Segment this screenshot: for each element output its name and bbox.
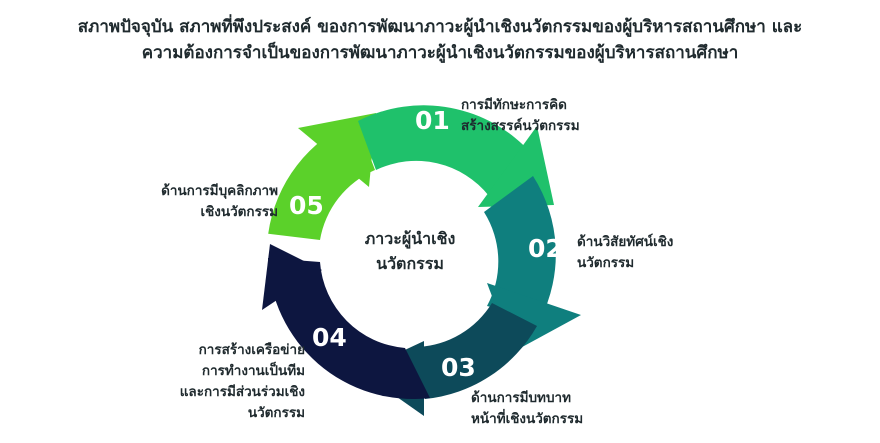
title-line-2: ความต้องการจำเป็นของการพัฒนาภาวะผู้นำเชิ… xyxy=(141,43,739,63)
segment-04-label-line-3: และการมีส่วนร่วมเชิง xyxy=(179,384,305,400)
segment-01-arc xyxy=(358,105,532,196)
segment-04-label-line-4: นวัตกรรม xyxy=(247,405,305,421)
segment-02-label-line-2: นวัตกรรม xyxy=(577,255,635,271)
title-line-1: สภาพปัจจุบัน สภาพที่พึงประสงค์ ของการพัฒ… xyxy=(77,17,803,37)
segment-04-number: 04 xyxy=(312,323,347,352)
segment-03-label-line-1: ด้านการมีบทบาท xyxy=(471,390,571,406)
segment-04-label: การสร้างเครือข่าย การทำงานเป็นทีม และการ… xyxy=(150,340,305,424)
segment-04-arc xyxy=(268,258,430,400)
segment-05-label-line-1: ด้านการมีบุคลิกภาพ xyxy=(161,183,278,199)
segment-03-number: 03 xyxy=(441,353,476,382)
center-line-2: นวัตกรรม xyxy=(376,254,444,273)
segment-02-label-line-1: ด้านวิสัยทัศน์เชิง xyxy=(577,234,674,250)
segment-01-number: 01 xyxy=(415,106,450,135)
segment-01-label-line-1: การมีทักษะการคิด xyxy=(461,97,567,113)
segment-01-label: การมีทักษะการคิด สร้างสรรค์นวัตกรรม xyxy=(461,95,580,137)
segment-05-arrowhead xyxy=(298,113,376,187)
segment-04-label-line-1: การสร้างเครือข่าย xyxy=(198,342,305,358)
segment-02-arc xyxy=(484,176,556,320)
segment-03-label-line-2: หน้าที่เชิงนวัตกรรม xyxy=(471,411,584,427)
segment-03-label: ด้านการมีบทบาท หน้าที่เชิงนวัตกรรม xyxy=(471,388,583,430)
segment-02-number: 02 xyxy=(528,234,563,263)
segment-05-label: ด้านการมีบุคลิกภาพ เชิงนวัตกรรม xyxy=(120,181,278,223)
page-title: สภาพปัจจุบัน สภาพที่พึงประสงค์ ของการพัฒ… xyxy=(0,14,880,66)
center-line-1: ภาวะผู้นำเชิง xyxy=(364,229,456,248)
segment-03-arc xyxy=(418,303,537,399)
segment-02-label: ด้านวิสัยทัศน์เชิง นวัตกรรม xyxy=(577,232,673,274)
center-label: ภาวะผู้นำเชิง นวัตกรรม xyxy=(345,226,475,276)
segment-01-label-line-2: สร้างสรรค์นวัตกรรม xyxy=(461,118,580,134)
segment-05-number: 05 xyxy=(289,191,324,220)
segment-04-label-line-2: การทำงานเป็นทีม xyxy=(201,363,305,379)
segment-04-arrowhead xyxy=(262,244,322,310)
segment-05-label-line-2: เชิงนวัตกรรม xyxy=(200,204,278,220)
